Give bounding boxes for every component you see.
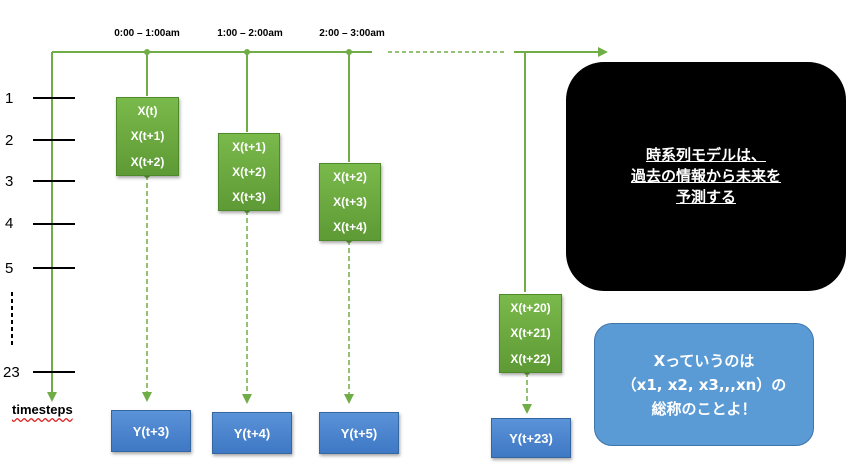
time-label: 0:00 – 1:00am — [114, 28, 180, 39]
x-item: X(t+21) — [510, 326, 551, 341]
black-note-line: 予測する — [675, 188, 736, 206]
x-item: X(t+2) — [333, 169, 367, 184]
x-item: X(t+20) — [510, 300, 551, 315]
x-item: X(t+22) — [510, 352, 551, 367]
row-label: 3 — [5, 173, 14, 190]
blue-note-line: （x1, x2, x3,,,xn）の — [621, 375, 787, 394]
x-item: X(t+3) — [333, 194, 367, 209]
blue-note-line: Xっていうのは — [653, 351, 755, 370]
x-input-box: X(t+1) X(t+2) X(t+3) — [218, 133, 280, 211]
row-label: 4 — [5, 215, 14, 232]
blue-note-line: 総称のことよ！ — [651, 399, 757, 418]
row-label: 5 — [5, 260, 14, 277]
timesteps-label: timesteps — [12, 402, 73, 417]
x-item: X(t+3) — [232, 190, 266, 205]
x-input-box: X(t+2) X(t+3) X(t+4) — [319, 163, 381, 241]
blue-note: Xっていうのは （x1, x2, x3,,,xn）の 総称のことよ！ — [594, 323, 814, 446]
y-output-box: Y(t+5) — [319, 412, 399, 454]
x-item: X(t+1) — [232, 139, 266, 154]
x-input-box: X(t+20) X(t+21) X(t+22) — [499, 294, 562, 373]
x-item: X(t+4) — [333, 220, 367, 235]
x-input-box: X(t) X(t+1) X(t+2) — [116, 97, 179, 176]
time-label: 2:00 – 3:00am — [319, 28, 385, 39]
black-note-line: 過去の情報から未来を — [630, 167, 781, 185]
time-label: 1:00 – 2:00am — [217, 28, 283, 39]
x-item: X(t+1) — [130, 129, 165, 144]
row-label: 1 — [5, 90, 14, 107]
x-item: X(t+2) — [232, 164, 266, 179]
y-output-box: Y(t+4) — [212, 412, 292, 454]
y-output-box: Y(t+3) — [111, 410, 191, 452]
row-label: 23 — [3, 364, 20, 381]
x-item: X(t) — [137, 103, 158, 118]
black-note: 時系列モデルは、 過去の情報から未来を 予測する — [566, 62, 846, 291]
row-label: 2 — [5, 132, 14, 149]
x-item: X(t+2) — [130, 155, 165, 170]
black-note-line: 時系列モデルは、 — [645, 146, 766, 164]
y-output-box: Y(t+23) — [491, 418, 571, 458]
